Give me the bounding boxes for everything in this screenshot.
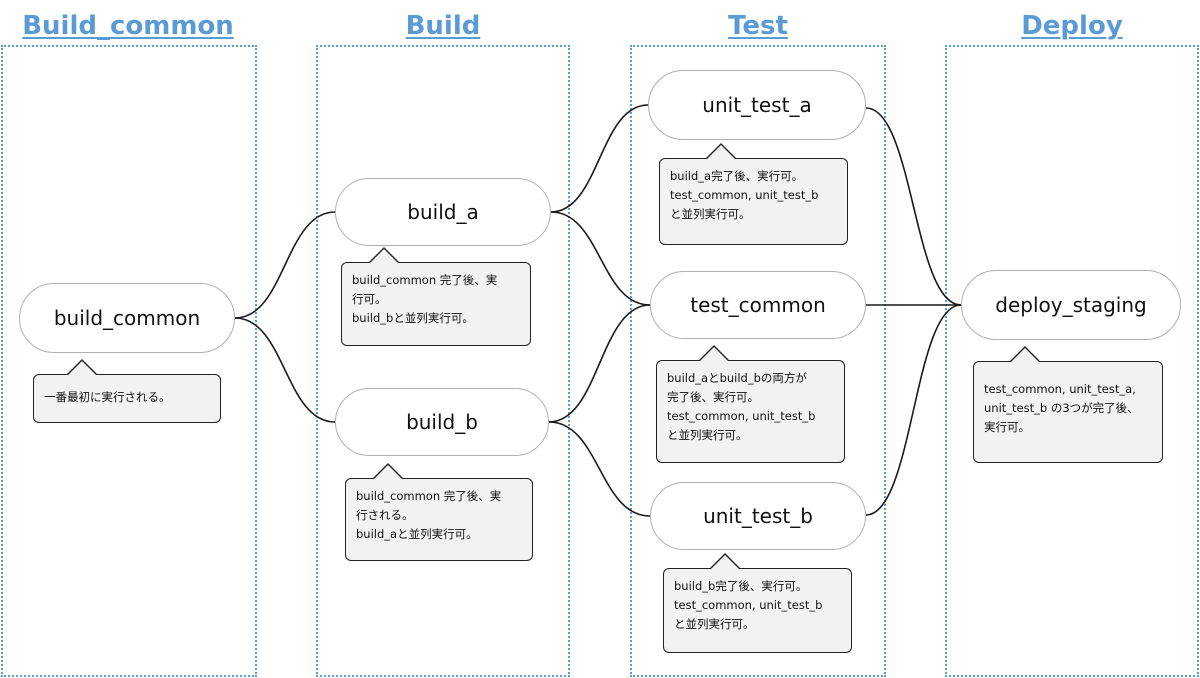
job-label: build_common: [53, 306, 201, 330]
callout-line: と並列実行可。: [667, 428, 748, 442]
job-node-build-a[interactable]: build_a: [335, 178, 551, 246]
job-node-deploy-staging[interactable]: deploy_staging: [961, 270, 1181, 340]
connector-build_b-to-test_common: [548, 304, 651, 423]
job-label: test_common: [690, 293, 826, 317]
connector-build_common-to-build_b: [234, 317, 336, 423]
callout-build-b: build_common 完了後、実 行される。 build_aと並列実行可。: [345, 478, 533, 561]
stage-title-deploy: Deploy: [1021, 11, 1123, 41]
stage-title-test: Test: [728, 11, 788, 41]
connector-unit_test_a-to-deploy_staging: [865, 107, 962, 306]
callout-line: test_common, unit_test_a,: [984, 382, 1136, 396]
stage-lane-deploy: [945, 45, 1199, 677]
callout-build-a: build_common 完了後、実 行可。 build_bと並列実行可。: [341, 262, 531, 346]
callout-line: 実行可。: [984, 420, 1030, 434]
callout-line: test_common, unit_test_b: [670, 188, 819, 202]
connector-build_a-to-test_common: [550, 211, 651, 306]
job-node-build-common[interactable]: build_common: [19, 283, 235, 353]
stage-lane-test: [630, 45, 886, 677]
job-node-unit-test-b[interactable]: unit_test_b: [650, 482, 866, 550]
job-node-unit-test-a[interactable]: unit_test_a: [648, 70, 866, 140]
connector-build_b-to-unit_test_b: [548, 421, 651, 517]
job-label: build_a: [407, 200, 479, 224]
job-node-test-common[interactable]: test_common: [650, 271, 866, 339]
callout-line: build_b完了後、実行可。: [674, 579, 808, 593]
callout-line: test_common, unit_test_b: [674, 598, 823, 612]
callout-unit-test-a: build_a完了後、実行可。 test_common, unit_test_b…: [659, 158, 848, 245]
stage-title-build-common: Build_common: [22, 11, 234, 41]
callout-line: 行可。: [352, 292, 387, 306]
connector-unit_test_b-to-deploy_staging: [865, 304, 962, 516]
stage-lane-build: [316, 45, 570, 677]
connector-build_common-to-build_a: [234, 211, 336, 319]
callout-line: 行される。: [356, 508, 414, 522]
callout-unit-test-b: build_b完了後、実行可。 test_common, unit_test_b…: [663, 568, 852, 653]
callout-line: と並列実行可。: [670, 207, 751, 221]
job-label: unit_test_a: [702, 93, 812, 117]
callout-line: build_bと並列実行可。: [352, 311, 474, 325]
callout-line: build_aとbuild_bの両方が: [667, 371, 807, 385]
job-label: build_b: [406, 410, 478, 434]
callout-deploy-staging: test_common, unit_test_a, unit_test_b の3…: [973, 361, 1163, 463]
callout-build-common: 一番最初に実行される。: [33, 374, 221, 423]
callout-line: 一番最初に実行される。: [44, 390, 171, 404]
job-label: unit_test_b: [703, 504, 813, 528]
stage-title-build: Build: [405, 11, 481, 41]
callout-line: と並列実行可。: [674, 617, 755, 631]
callout-line: build_common 完了後、実: [356, 489, 502, 503]
callout-test-common: build_aとbuild_bの両方が 完了後、実行可。 test_common…: [656, 360, 845, 463]
connector-build_a-to-unit_test_a: [550, 104, 649, 213]
stage-lane-build-common: [1, 45, 257, 677]
callout-line: test_common, unit_test_b: [667, 409, 816, 423]
callout-line: 完了後、実行可。: [667, 390, 759, 404]
callout-line: build_common 完了後、実: [352, 273, 498, 287]
job-node-build-b[interactable]: build_b: [335, 388, 549, 456]
job-label: deploy_staging: [995, 293, 1147, 317]
callout-line: unit_test_b の3つが完了後、: [984, 401, 1139, 415]
callout-line: build_a完了後、実行可。: [670, 169, 804, 183]
callout-line: build_aと並列実行可。: [356, 527, 478, 541]
